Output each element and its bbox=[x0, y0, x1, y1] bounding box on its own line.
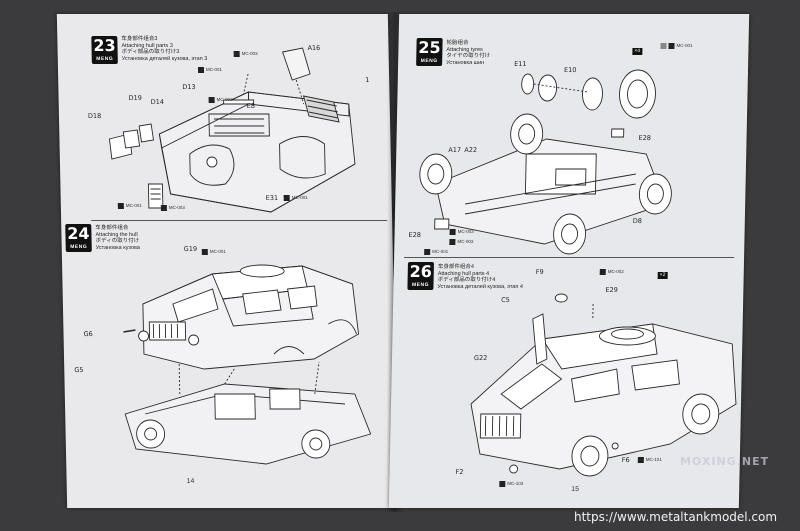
step-26-badge: 26 MENG bbox=[407, 262, 434, 290]
step-divider bbox=[91, 220, 388, 221]
step-divider bbox=[404, 257, 735, 258]
label-d14: D14 bbox=[150, 98, 165, 106]
paint-swatch bbox=[208, 96, 215, 103]
paint-swatch bbox=[283, 194, 290, 201]
paint-code: MC-103 bbox=[507, 481, 524, 486]
paint-swatch bbox=[117, 202, 124, 209]
paint-mc002: MC-002 bbox=[599, 268, 624, 275]
paint-mc103: MC-103 bbox=[499, 480, 523, 487]
paint-code: MC-001 bbox=[205, 67, 223, 72]
label-f6: F6 bbox=[621, 456, 630, 464]
step-26-vehicle-drawing bbox=[449, 284, 743, 484]
paint-swatch bbox=[599, 268, 606, 275]
paint-swatch bbox=[201, 248, 208, 255]
label-g6: G6 bbox=[83, 330, 93, 338]
label-g5: G5 bbox=[74, 366, 84, 374]
label-c5: C5 bbox=[501, 296, 510, 304]
label-e11: E11 bbox=[514, 60, 527, 68]
label-note-1: 1 bbox=[365, 76, 370, 84]
paint-swatch bbox=[449, 228, 456, 235]
label-a16: A16 bbox=[307, 44, 321, 52]
paint-swatch bbox=[449, 238, 456, 245]
paint-mc001-f: MC-001 bbox=[424, 248, 448, 255]
multiplier-x2: ×2 bbox=[657, 272, 668, 279]
label-e10: E10 bbox=[563, 66, 577, 74]
paint-mc003-e: MC-003 bbox=[449, 238, 473, 245]
paint-swatch bbox=[197, 66, 205, 73]
label-d8: D8 bbox=[632, 217, 643, 225]
paint-mc003-c: MC-003 bbox=[160, 204, 185, 211]
paint-mc003-d: MC-003 bbox=[449, 228, 474, 235]
paint-code: MC-001 bbox=[676, 43, 693, 48]
paint-code: MC-001 bbox=[125, 203, 142, 208]
label-d18: D18 bbox=[87, 112, 102, 120]
paint-swatch bbox=[637, 456, 644, 463]
label-e28-b: E28 bbox=[408, 231, 422, 239]
label-a22: A22 bbox=[464, 146, 478, 154]
paint-mc001-e: MC-001 bbox=[660, 42, 693, 49]
step-25-chassis-drawing bbox=[404, 54, 738, 254]
label-f2: F2 bbox=[455, 468, 464, 476]
label-e8: E8 bbox=[246, 102, 256, 110]
step-24-vehicle-drawing bbox=[82, 244, 387, 474]
paint-code: MC-003 bbox=[457, 229, 474, 234]
label-e28-a: E28 bbox=[638, 134, 652, 142]
label-e31: E31 bbox=[265, 194, 279, 202]
paint-swatch bbox=[668, 42, 675, 49]
step-26-number: 26 bbox=[409, 262, 433, 281]
label-a17: A17 bbox=[448, 146, 462, 154]
paint-code: MC-002 bbox=[607, 269, 624, 274]
left-page: 23 MENG 车身部件组合3 Attaching hull parts 3 ボ… bbox=[56, 14, 399, 508]
page-number-left: 14 bbox=[186, 478, 195, 485]
paint-code: MC-001 bbox=[291, 195, 308, 200]
paint-swatch bbox=[424, 248, 431, 255]
label-d19: D19 bbox=[128, 94, 142, 102]
paint-mc101: MC-101 bbox=[637, 456, 662, 463]
paint-mc001-d: MC-001 bbox=[201, 248, 226, 255]
label-e29: E29 bbox=[605, 286, 618, 294]
label-g19: G19 bbox=[183, 245, 198, 253]
label-g22: G22 bbox=[473, 354, 488, 362]
paint-swatch bbox=[160, 204, 167, 211]
watermark: MOXING.NET bbox=[680, 455, 770, 468]
step-23-hull-drawing bbox=[97, 44, 381, 214]
paint-code: MC-003 bbox=[168, 205, 185, 210]
step-26-brand: MENG bbox=[411, 282, 430, 288]
label-f9: F9 bbox=[535, 268, 544, 276]
paint-mc001-a: MC-001 bbox=[197, 66, 223, 73]
paint-swatch bbox=[499, 480, 506, 487]
paint-code: MC-001 bbox=[432, 249, 449, 254]
paint-code: MC-101 bbox=[645, 457, 662, 462]
paint-swatch bbox=[233, 50, 240, 57]
paint-mc003-a: MC-003 bbox=[233, 50, 258, 57]
label-d13: D13 bbox=[182, 83, 196, 91]
page-number-right: 15 bbox=[571, 486, 580, 493]
paint-swatch bbox=[660, 42, 667, 49]
paint-mc003-b: MC-003 bbox=[208, 96, 233, 103]
paint-code: MC-003 bbox=[457, 239, 474, 244]
paint-code: MC-003 bbox=[241, 51, 258, 56]
paint-code: MC-001 bbox=[209, 249, 226, 254]
website-url: https://www.metaltankmodel.com bbox=[574, 510, 778, 524]
paint-mc001-b: MC-001 bbox=[117, 202, 142, 209]
paint-mc001-c: MC-001 bbox=[283, 194, 308, 201]
paint-code: MC-003 bbox=[216, 97, 233, 102]
step-24-number: 24 bbox=[67, 224, 90, 243]
right-page: 25 MENG 轮胎组合 Attaching tyres タイヤの取り付け Ус… bbox=[388, 14, 750, 508]
